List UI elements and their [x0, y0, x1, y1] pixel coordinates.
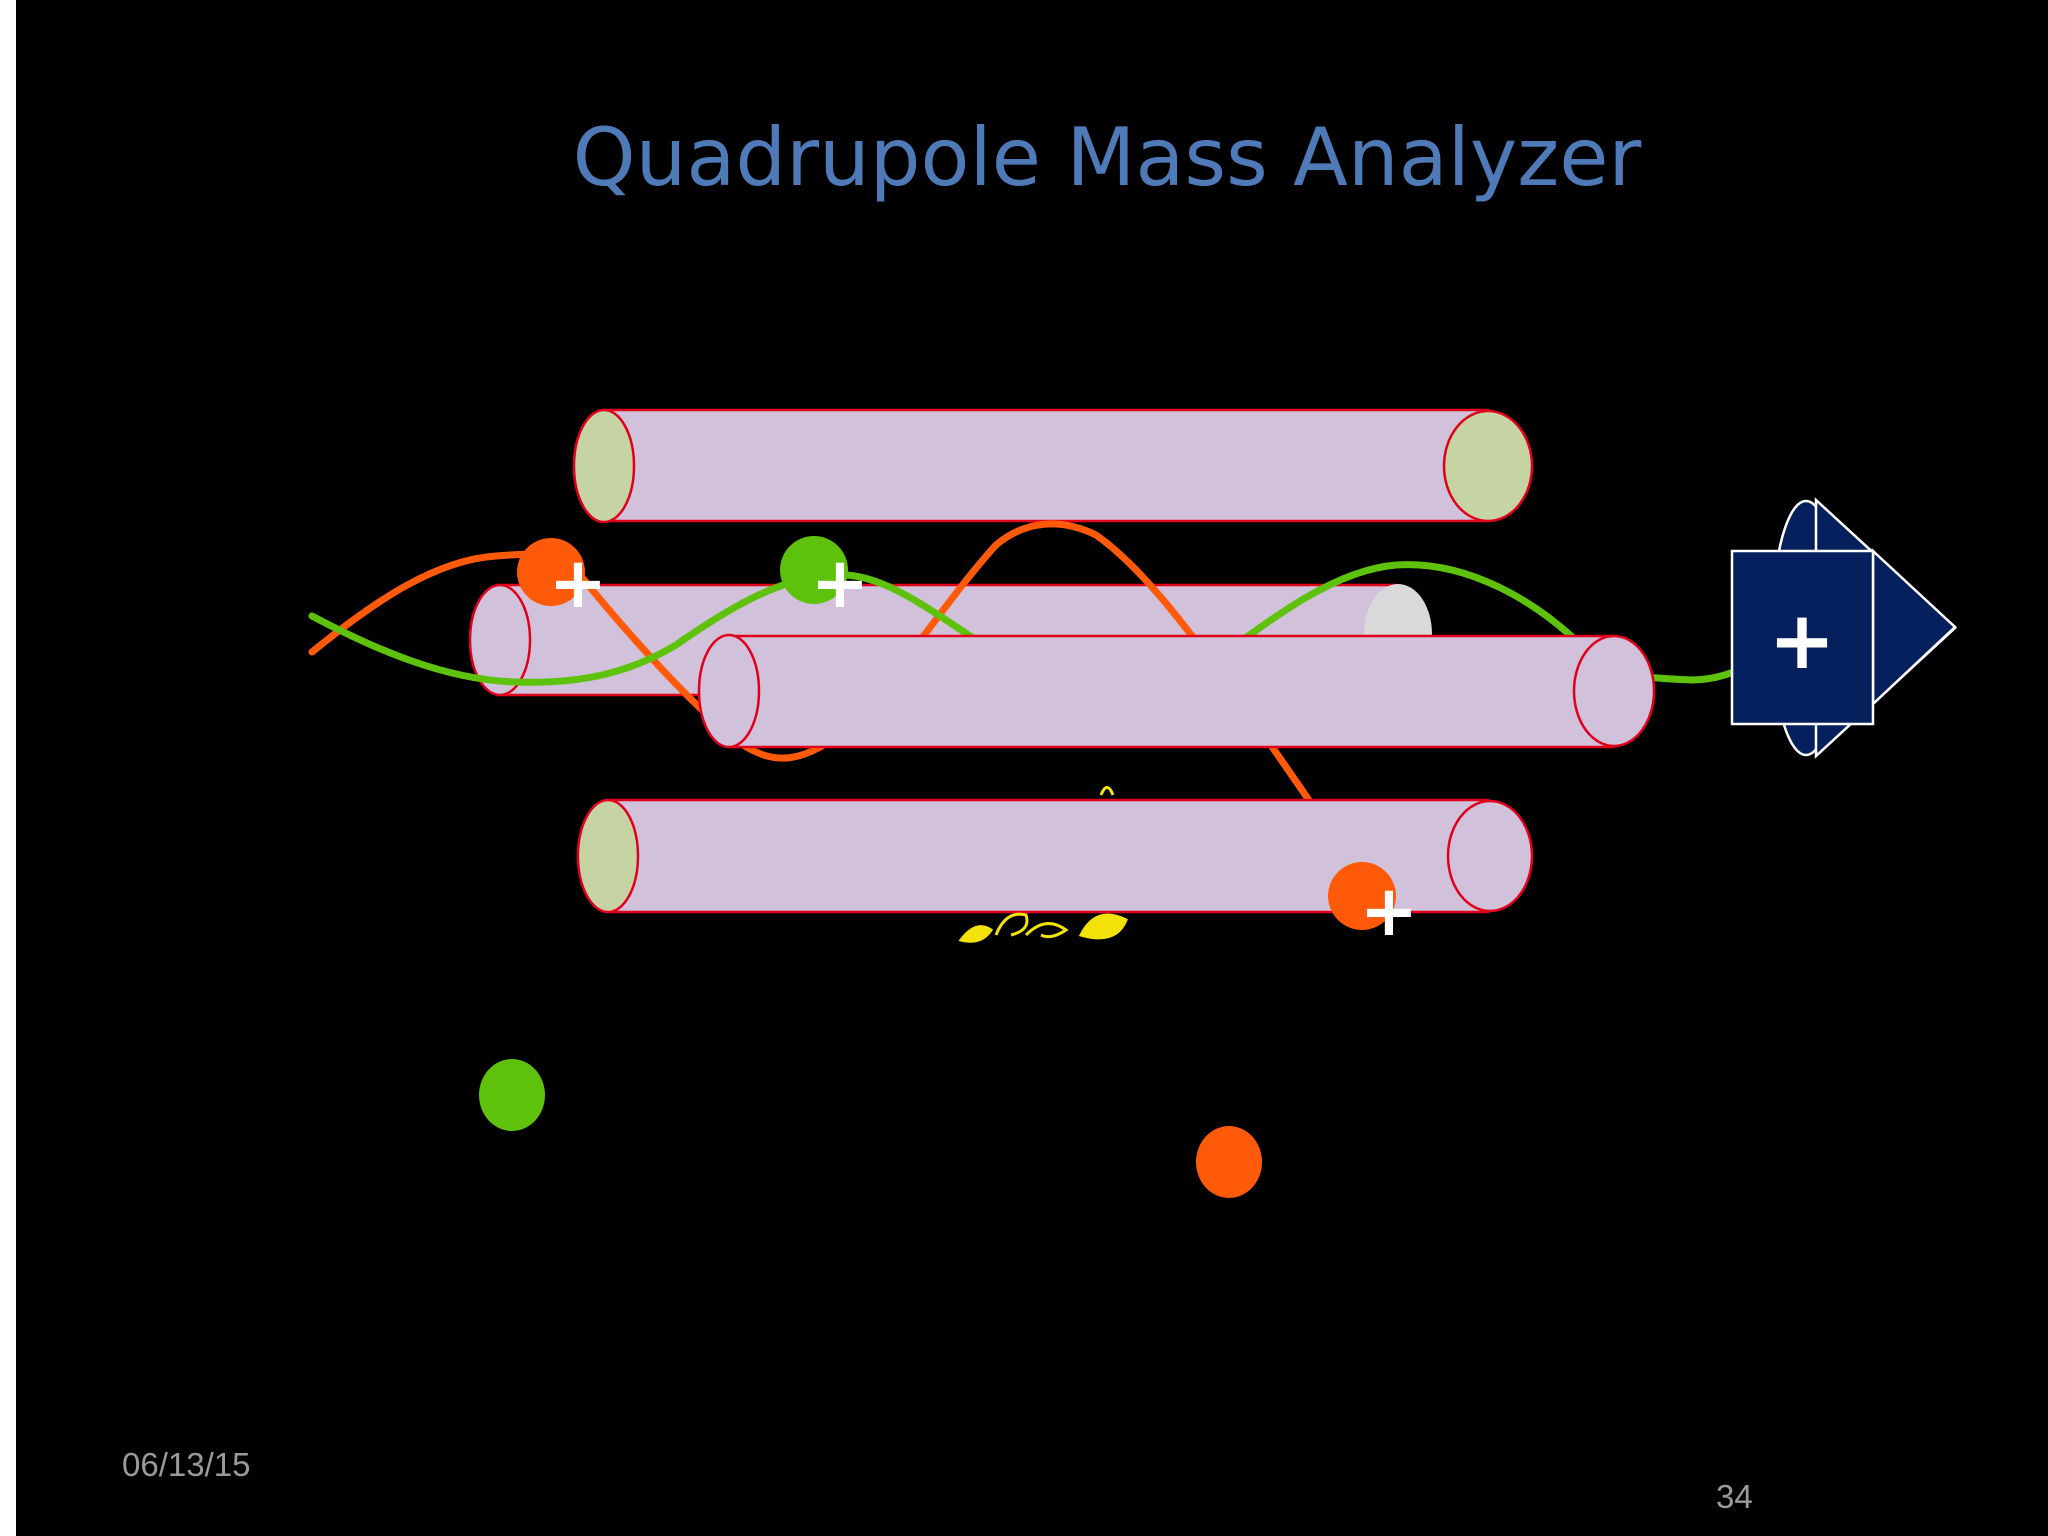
rod-front: [697, 633, 1656, 749]
floral-ornament-icon: [958, 786, 1128, 943]
rod-top: [572, 408, 1534, 524]
slide-number: 34: [1716, 1478, 1753, 1515]
svg-text:+: +: [1360, 870, 1419, 952]
slide: Quadrupole Mass Analyzer: [16, 0, 2048, 1536]
ion-unstable-1: +: [517, 538, 607, 624]
ion-stable-1: +: [780, 536, 869, 624]
slide-title: Quadrupole Mass Analyzer: [572, 111, 1642, 204]
svg-text:+: +: [811, 542, 870, 624]
slide-date: 06/13/15: [122, 1446, 251, 1483]
rod-bottom: [576, 798, 1534, 914]
quadrupole-diagram: + + + +: [308, 408, 1957, 1198]
ion-unstable-2: +: [1328, 862, 1418, 952]
ion-unstable-loose: [1196, 1126, 1262, 1198]
svg-text:+: +: [1768, 594, 1835, 687]
svg-text:+: +: [549, 542, 608, 624]
ion-stable-loose: [479, 1059, 545, 1131]
detector-icon: +: [1730, 497, 1957, 759]
